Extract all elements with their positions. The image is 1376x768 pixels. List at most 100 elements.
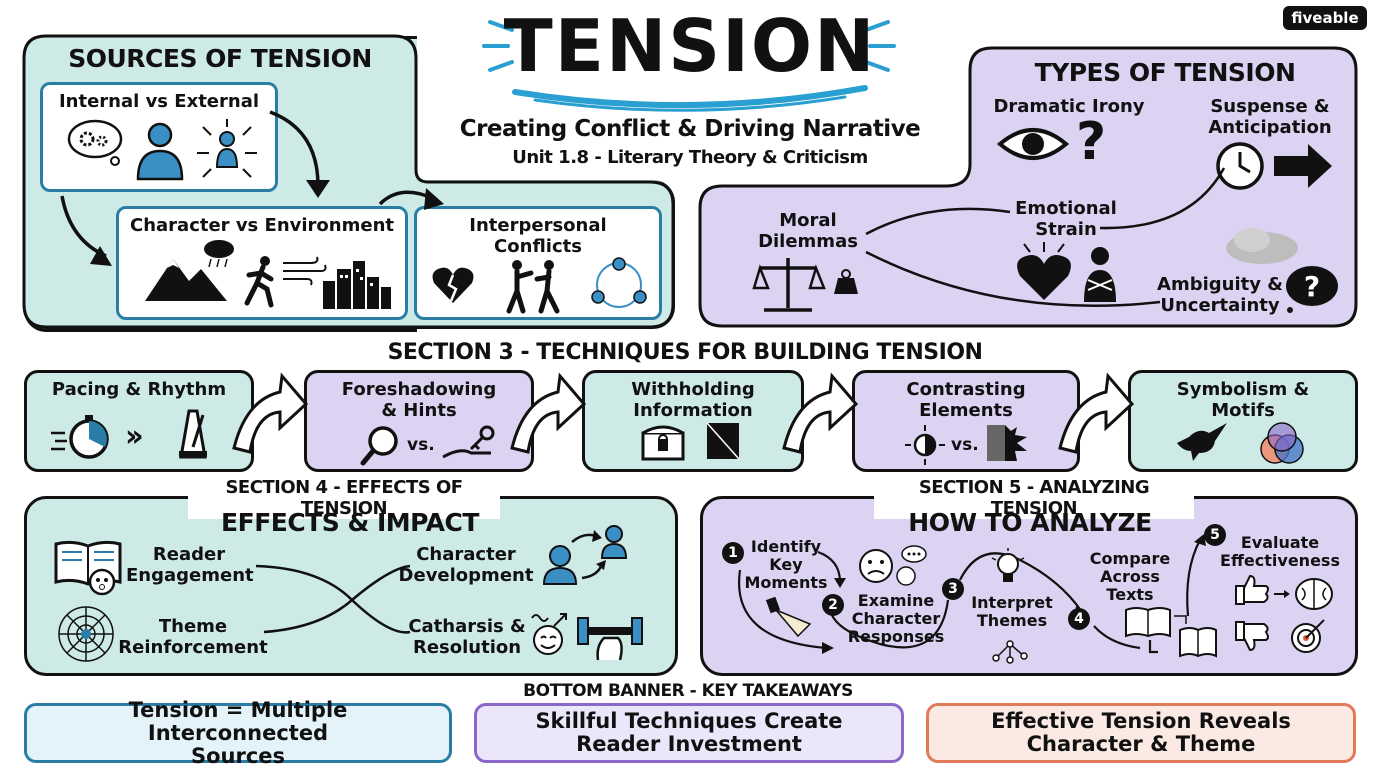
bottom-label: BOTTOM BANNER - KEY TAKEAWAYS (523, 681, 853, 701)
unit-label: Unit 1.8 - Literary Theory & Criticism (512, 147, 868, 168)
eye-icon (996, 128, 1070, 160)
hand-key-icon (442, 425, 495, 459)
svg-text:?: ? (1304, 270, 1320, 303)
technique-arrows (232, 372, 1135, 454)
step2-number: 2 (822, 594, 844, 616)
technique-contrasting[interactable]: Contrasting Elements vs. (852, 370, 1080, 472)
technique-withholding[interactable]: Withholding Information (582, 370, 804, 472)
metronome-icon (179, 409, 207, 459)
suspense-label: Suspense & Anticipation (1208, 96, 1332, 138)
raven-icon (1177, 423, 1227, 461)
character-environment-label: Character vs Environment (130, 215, 394, 236)
thought-gears-icon (67, 119, 123, 166)
wind-icon (283, 256, 327, 286)
analyze-title: HOW TO ANALYZE (908, 508, 1152, 537)
technique-symbolism-label: Symbolism & Motifs (1176, 379, 1310, 421)
mountains-icon (145, 259, 227, 301)
magnifier-icon (360, 426, 398, 466)
technique-pacing[interactable]: Pacing & Rhythm ›› (24, 370, 254, 472)
internal-external-label: Internal vs External (58, 91, 260, 112)
fighting-figures-icon (506, 260, 560, 314)
half-sun-icon (905, 425, 945, 465)
interpersonal-label: Interpersonal Conflicts (469, 215, 607, 257)
step4-label: Compare Across Texts (1089, 549, 1171, 604)
open-book-face-icon (54, 540, 122, 596)
step4-number: 4 (1068, 608, 1090, 630)
types-title: TYPES OF TENSION (1034, 58, 1296, 87)
light-dark-icon (987, 425, 1027, 461)
spotlight-icon (765, 596, 812, 638)
character-development-label: Character Development (398, 544, 534, 586)
section3-title: SECTION 3 - TECHNIQUES FOR BUILDING TENS… (387, 340, 983, 365)
worried-face-icon (859, 545, 927, 586)
page-title: TENSION (503, 4, 877, 88)
dumbbell-arm-icon (577, 617, 643, 661)
technique-foreshadowing-label: Foreshadowing & Hints (341, 379, 497, 421)
takeaway-techniques-text: Skillful Techniques Create Reader Invest… (535, 709, 843, 756)
step5-label: Evaluate Effectiveness (1220, 533, 1340, 570)
title-splash-icon (482, 20, 896, 112)
person-pressure-icon (197, 119, 257, 178)
stopwatch-icon (51, 415, 109, 459)
closed-book-icon (706, 422, 740, 460)
technique-withholding-label: Withholding Information (631, 379, 755, 421)
dramatic-irony-label: Dramatic Irony (993, 96, 1145, 117)
locked-chest-icon (641, 425, 685, 461)
brand-name: fiveable (1291, 9, 1359, 27)
step2-label: Examine Character Responses (847, 591, 945, 646)
takeaway-reveals-text: Effective Tension Reveals Character & Th… (991, 709, 1291, 756)
section4-label: SECTION 4 - EFFECTS OF TENSION (188, 477, 500, 519)
clock-arrow-icon (1216, 142, 1332, 190)
relief-face-icon (531, 613, 567, 655)
emotional-label: Emotional Strain (1015, 198, 1117, 240)
sources-title: SOURCES OF TENSION (68, 44, 372, 73)
takeaway-reveals[interactable]: Effective Tension Reveals Character & Th… (926, 703, 1356, 763)
types-connector-lines (865, 167, 1226, 308)
ambiguity-label: Ambiguity & Uncertainty (1157, 274, 1283, 316)
catharsis-label: Catharsis & Resolution (408, 616, 526, 658)
growth-people-icon (542, 525, 628, 585)
web-icon (58, 606, 114, 662)
technique-pacing-label: Pacing & Rhythm (51, 379, 227, 400)
question-mark-icon: ? (1076, 112, 1107, 172)
sources-flow-arrows (60, 110, 444, 266)
broken-heart-icon (432, 267, 474, 303)
types-panel (698, 46, 1358, 328)
storm-cloud-gray-icon (1226, 228, 1298, 264)
storm-cloud-icon (204, 240, 234, 268)
theme-reinforcement-label: Theme Reinforcement (118, 616, 268, 658)
stressed-heart-icon (1017, 242, 1116, 302)
takeaway-techniques[interactable]: Skillful Techniques Create Reader Invest… (474, 703, 904, 763)
takeaway-sources-text: Tension = Multiple Interconnected Source… (128, 697, 348, 768)
scales-icon (752, 258, 858, 312)
city-skyline-icon (323, 261, 391, 309)
person-icon (136, 122, 184, 181)
step5-number: 5 (1204, 524, 1226, 546)
lightbulb-icon (991, 548, 1025, 582)
books-compare-icon (1125, 607, 1217, 658)
group-cycle-icon (591, 257, 647, 308)
network-icon (992, 640, 1028, 664)
contrasting-vs: vs. (951, 435, 979, 455)
character-environment-box[interactable]: Character vs Environment (116, 206, 408, 320)
step3-number: 3 (942, 578, 964, 600)
thumbs-brain-icon (1235, 574, 1333, 653)
interpersonal-box[interactable]: Interpersonal Conflicts (414, 206, 662, 320)
technique-symbolism[interactable]: Symbolism & Motifs (1128, 370, 1358, 472)
venn-circles-icon (1260, 422, 1304, 464)
effects-title: EFFECTS & IMPACT (221, 508, 479, 537)
section5-label: SECTION 5 - ANALYZING TENSION (874, 477, 1194, 519)
takeaway-sources[interactable]: Tension = Multiple Interconnected Source… (24, 698, 452, 767)
technique-foreshadowing[interactable]: Foreshadowing & Hints vs. (304, 370, 534, 472)
technique-contrasting-label: Contrasting Elements (906, 379, 1026, 421)
moral-label: Moral Dilemmas (758, 210, 858, 252)
brand-badge[interactable]: fiveable (1283, 6, 1367, 30)
thought-question-icon: ? (1286, 266, 1338, 313)
foreshadowing-vs: vs. (407, 435, 435, 455)
step1-number: 1 (722, 542, 744, 564)
page-subtitle: Creating Conflict & Driving Narrative (459, 116, 921, 142)
step3-label: Interpret Themes (971, 593, 1053, 630)
running-figure-icon (244, 256, 274, 308)
effects-crossing-lines (255, 564, 411, 634)
internal-external-box[interactable]: Internal vs External (40, 82, 278, 192)
